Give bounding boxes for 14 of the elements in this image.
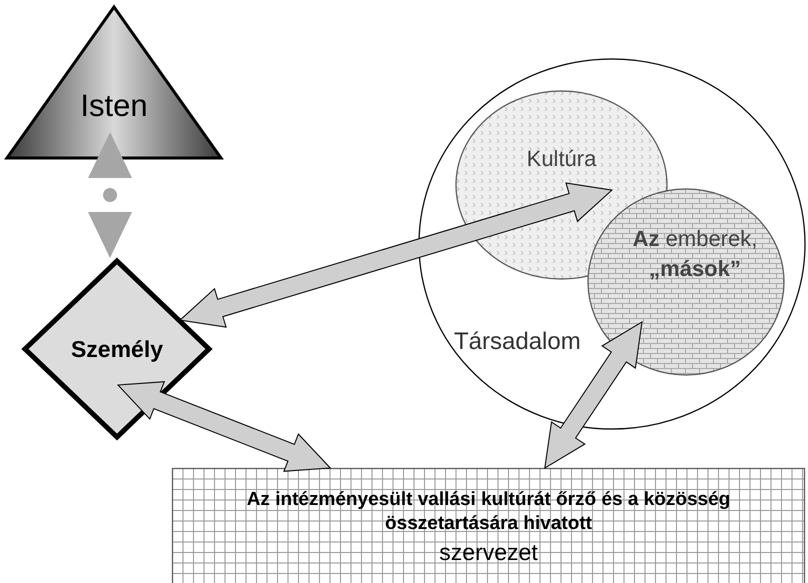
double-arrow — [116, 381, 332, 472]
circle-node — [418, 58, 806, 430]
node-label: Isten — [80, 87, 148, 125]
node-label: Az emberek, „mások” — [632, 225, 758, 283]
circle-node — [587, 188, 785, 376]
node-label: Kultúra — [526, 145, 596, 173]
node-label: Az intézményesült vallási kultúrát őrző és a közösség összetartására hivatott — [246, 488, 732, 536]
node-label: Társadalom — [454, 328, 581, 355]
node-label: szervezet — [439, 538, 538, 567]
node-label: Személy — [70, 334, 164, 364]
double-arrow — [544, 321, 643, 469]
diamond-node — [22, 258, 212, 440]
triangle-node — [5, 5, 223, 160]
double-arrow — [178, 182, 614, 328]
